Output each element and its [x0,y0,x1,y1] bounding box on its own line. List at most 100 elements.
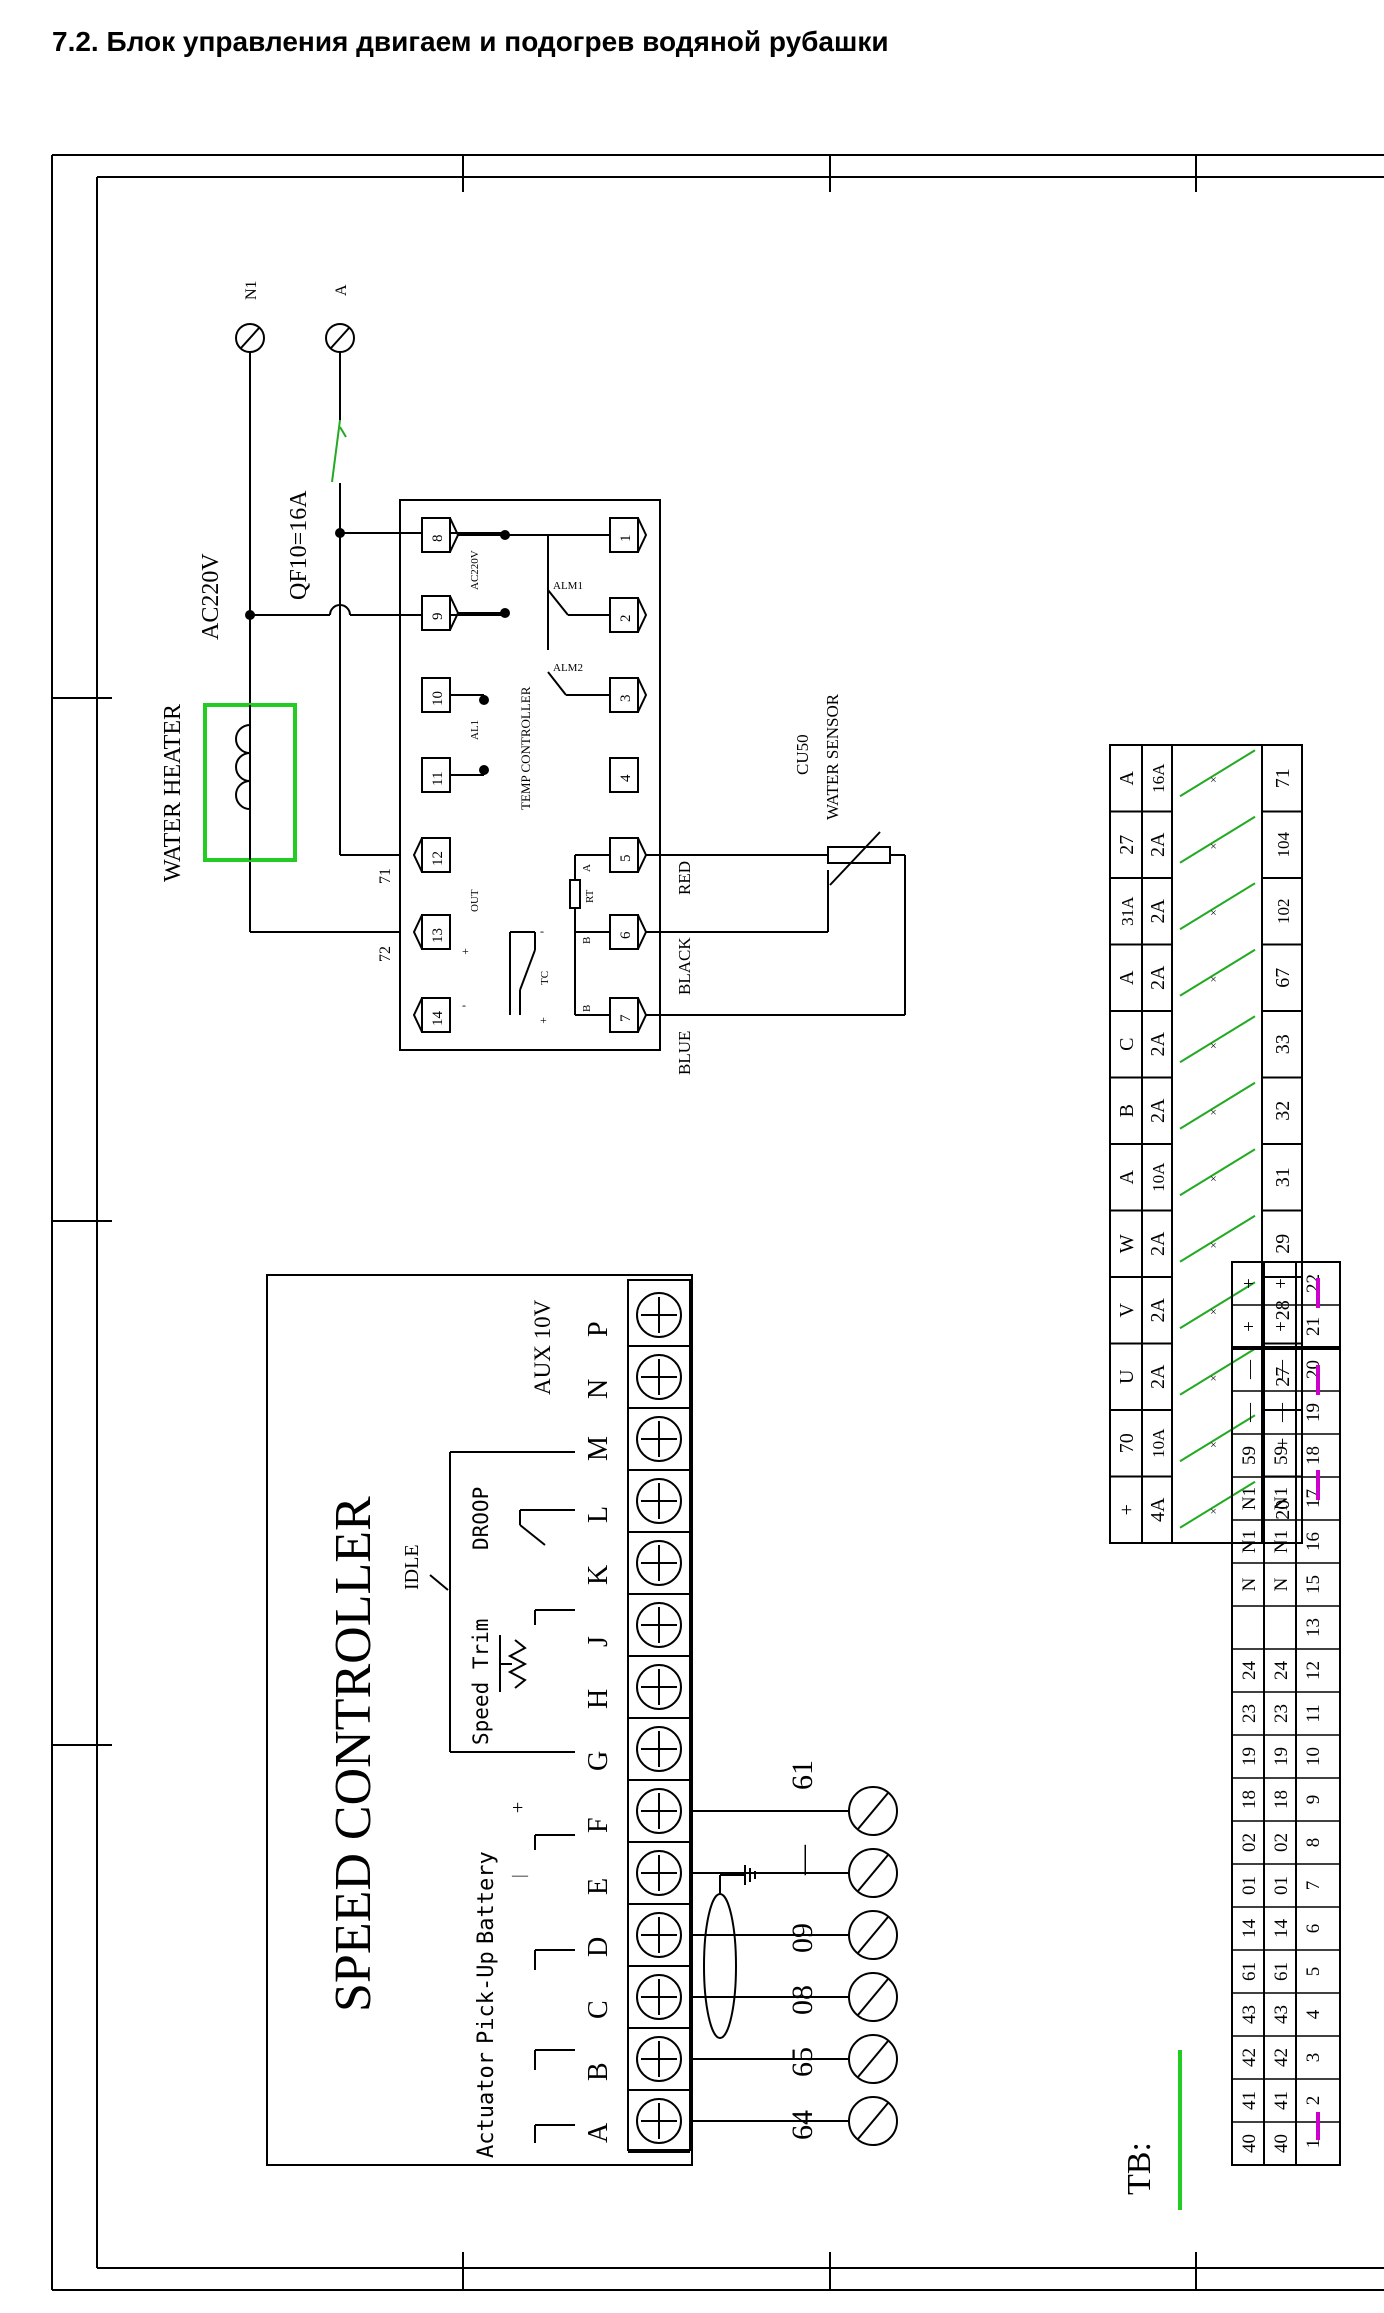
speed-terminal-label: L [583,1506,614,1523]
field-wire-label: 08 [786,1985,819,2015]
tc-terminal-label: 10 [430,691,446,706]
screw-terminal-icon [628,1664,690,1719]
tb-switch-icon: × [1179,1081,1256,1130]
screw-terminal-icon [628,1478,690,1533]
speed-controller-title: SPEED CONTROLLER [325,1496,382,2012]
tc-terminal-label: 4 [618,774,634,782]
tb-lower-cell: 7 [1303,1881,1324,1891]
tb-lower-cell: 61 [1271,1962,1292,1981]
speed-controller-box [266,1274,693,2166]
wire-blue-label: BLUE [675,1031,694,1075]
tb-upper-cell: 29 [1272,1234,1294,1254]
wire-red-label: RED [675,861,694,895]
tb-switch-icon: × [1179,1214,1256,1263]
screw-terminal-icon [628,1540,690,1595]
tb-upper-cell: 10A [1149,1162,1168,1192]
tb-lower-cell: 01 [1271,1876,1292,1895]
tb-upper-cell: C [1116,1038,1138,1051]
tb-lower-cell: N1 [1271,1530,1292,1553]
tb-lower-cell: 8 [1303,1838,1324,1848]
tb-switch-icon: × [1179,948,1256,997]
field-terminal-icon [848,2034,898,2084]
plus-mark: + [540,1013,547,1027]
battery-minus-label: — [511,1867,529,1884]
screw-terminal-icon [628,1416,690,1471]
field-terminal-icon [848,1786,898,1836]
tb-switch-icon: × [1179,882,1256,931]
tb-lower-cell: 19 [1303,1403,1324,1422]
tb-upper-cell: 102 [1274,899,1293,925]
screw-terminal-icon [628,1726,690,1781]
tc-terminal-1 [609,517,648,553]
tb-lower-cell: 15 [1303,1575,1324,1594]
switch-mark: × [1210,972,1217,986]
supply-wiring [249,352,505,933]
tc-terminal-label: 2 [618,615,634,623]
field-wire-label: — [786,1844,819,1876]
tb-upper-cell: A [1116,970,1138,985]
tb-lower-cell: 11 [1303,1704,1324,1722]
screw-terminal-icon [628,1912,690,1967]
tb-lower-cell: 40 [1239,2134,1260,2153]
switch-mark: × [1210,1038,1217,1052]
speed-controller-internal [429,1451,575,2143]
wire-71-label: 71 [377,868,394,884]
tc-terminal-12 [412,837,451,873]
speed-terminal-screws [627,1279,691,2151]
tb-lower-cell: 1 [1303,2139,1324,2149]
tb-lower-cell: + [1239,1278,1260,1289]
tb-lower-cell: 5 [1303,1967,1324,1977]
tb-upper-cell: B [1116,1104,1138,1117]
speed-external-wiring [690,1810,855,2122]
tb-upper-cell: 2A [1147,1297,1169,1322]
tb-lower-cell: 3 [1303,2053,1324,2063]
field-terminal-icon [848,1972,898,2022]
tb-upper-cell: 2A [1147,1098,1169,1123]
tb-lower-cell: 20 [1303,1360,1324,1379]
tb-upper-cell: 10A [1149,1428,1168,1458]
speed-trim-label: Speed Trim [469,1619,493,1745]
tb-upper-cell: 4A [1147,1497,1169,1522]
tb-upper-cell: 2A [1147,1031,1169,1056]
tb-lower-cell: 42 [1271,2048,1292,2067]
tb-lower-cell: 21 [1303,1317,1324,1336]
voltage-label: AC220V [198,553,224,640]
b-mark: B [581,1005,593,1012]
wire-72-label: 72 [377,946,394,962]
tb-lower-cell: 02 [1271,1833,1292,1852]
switch-mark: × [1210,905,1217,919]
tc-terminal-10 [421,677,451,713]
field-wire-label: 64 [786,2110,819,2140]
speed-terminal-label: B [583,2062,614,2081]
tc-terminal-label: 3 [618,695,634,703]
tb-upper-cell: 2A [1147,1231,1169,1256]
tb-lower-cell: N1 [1239,1487,1260,1510]
tb-lower-cell: — [1271,1359,1292,1380]
rt-resistor [569,879,581,909]
page-title: 7.2. Блок управления двигаем и подогрев … [52,26,889,57]
tc-terminal-label: 7 [618,1014,634,1022]
screw-terminal-icon [628,2098,690,2153]
switch-mark: × [1210,1304,1217,1318]
tc-terminal-label: 14 [430,1011,446,1027]
tb-lower-cell: — [1239,1402,1260,1423]
tb-upper-cell: 33 [1272,1034,1294,1054]
tb-lower-cell: 9 [1303,1795,1324,1805]
tc-terminal-label: 6 [618,931,634,939]
speed-terminal-label: H [583,1689,614,1709]
junction-dot [245,610,255,620]
tb-switch-icon: × [1179,815,1256,864]
tb-upper-cell: V [1116,1302,1138,1317]
speed-terminal-label: K [583,1565,614,1585]
tb-upper-cell: + [1116,1504,1138,1515]
tb-lower-cell: + [1271,1321,1292,1332]
minus-mark: - [540,924,544,938]
speed-terminal-label: A [583,2122,614,2143]
tb-upper-cell: 28 [1272,1300,1294,1320]
field-terminal-icon [848,2096,898,2146]
tb-switch-icon: × [1179,1480,1256,1529]
tc-terminal-6 [609,914,648,950]
speed-terminal-label: D [583,1937,614,1957]
switch-mark: × [1210,1171,1217,1185]
